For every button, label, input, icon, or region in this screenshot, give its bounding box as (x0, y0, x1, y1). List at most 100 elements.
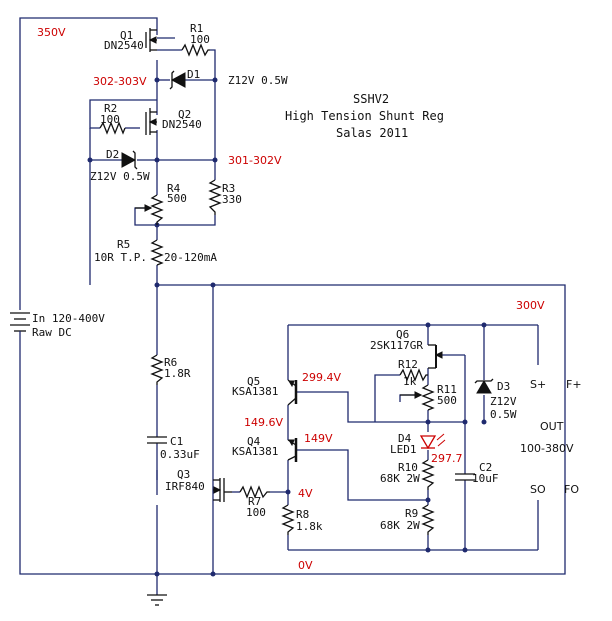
r2-value: 100 (100, 113, 120, 126)
r10-resistor-symbol (421, 459, 435, 490)
r11-potentiometer-symbol (400, 384, 435, 411)
c2-value: 10uF (472, 472, 499, 485)
voltage-annotations: 350V 302-303V 301-302V 300V 299.4V 149.6… (37, 26, 545, 572)
q6-value: 2SK117GR (370, 339, 423, 352)
q3-value: IRF840 (165, 480, 205, 493)
d1-value: Z12V 0.5W (228, 74, 288, 87)
r12-resistor-symbol (399, 368, 428, 382)
q3-mosfet-symbol (213, 478, 232, 502)
q5-transistor-symbol (287, 379, 298, 406)
r11-value: 500 (437, 394, 457, 407)
q1-mosfet-symbol (145, 28, 157, 52)
c2-ref: C2 (479, 461, 492, 474)
r7-value: 100 (246, 506, 266, 519)
r6-value: 1.8R (164, 367, 191, 380)
r10-value: 68K 2W (380, 472, 420, 485)
c1-ref: C1 (170, 435, 183, 448)
d1-zener-symbol (169, 70, 186, 90)
d2-value: Z12V 0.5W (90, 170, 150, 183)
q6-jfet-symbol (428, 344, 443, 369)
q4-value: KSA1381 (232, 445, 278, 458)
c1-capacitor-symbol (147, 436, 167, 444)
d3-ref: D3 (497, 380, 510, 393)
voltage-0v: 0V (298, 559, 313, 572)
r8-resistor-symbol (281, 504, 295, 535)
junction-dots (87, 77, 487, 577)
d4-value: LED1 (390, 443, 417, 456)
d3-value-1: Z12V (490, 395, 517, 408)
r5-current: 20-120mA (164, 251, 217, 264)
r12-value: 1k (403, 375, 417, 388)
r4-potentiometer-symbol (135, 194, 164, 225)
r10-ref: R10 (398, 461, 418, 474)
title-block: SSHV2 High Tension Shunt Reg Salas 2011 (285, 92, 444, 140)
title-line-1: SSHV2 (353, 92, 389, 106)
q5-ref: Q5 (247, 375, 260, 388)
r9-ref: R9 (405, 507, 418, 520)
r1-value: 100 (190, 33, 210, 46)
r9-value: 68K 2W (380, 519, 420, 532)
voltage-149-6v: 149.6V (244, 416, 283, 429)
output-connectors: S+ F+ OUT 100-380V SO FO (520, 378, 582, 496)
q4-transistor-symbol (287, 438, 298, 462)
r6-resistor-symbol (150, 354, 164, 385)
wires (19, 17, 566, 595)
input-label-2: Raw DC (32, 326, 72, 339)
battery-symbol (10, 312, 30, 340)
r5-resistor-symbol (150, 239, 164, 266)
r4-value: 500 (167, 192, 187, 205)
r8-ref: R8 (296, 508, 309, 521)
voltage-297v: 297.7 (431, 452, 463, 465)
d3-zener-symbol (474, 378, 494, 394)
r5-value: 10R T.P. (94, 251, 147, 264)
d2-ref: D2 (106, 148, 119, 161)
c1-value: 0.33uF (160, 448, 200, 461)
title-line-2: High Tension Shunt Reg (285, 109, 444, 123)
r2-ref: R2 (104, 102, 117, 115)
q1-ref: Q1 (120, 29, 133, 42)
connector-f-plus: F+ (566, 378, 582, 391)
r8-value: 1.8k (296, 520, 323, 533)
voltage-4v: 4V (298, 487, 313, 500)
q4-ref: Q4 (247, 435, 261, 448)
q2-ref: Q2 (178, 108, 191, 121)
ground-symbol (147, 594, 167, 606)
title-line-3: Salas 2011 (336, 126, 408, 140)
q2-mosfet-symbol (145, 108, 157, 135)
d4-ref: D4 (398, 432, 412, 445)
voltage-299v: 299.4V (302, 371, 341, 384)
r4-ref: R4 (167, 182, 181, 195)
c2-capacitor-symbol (455, 473, 475, 481)
r5-ref: R5 (117, 238, 130, 251)
r11-ref: R11 (437, 383, 457, 396)
part-labels: Q1 DN2540 R1 100 D1 Z12V 0.5W R2 100 Q2 … (32, 22, 517, 533)
r2-resistor-symbol (99, 121, 126, 135)
q5-value: KSA1381 (232, 385, 278, 398)
voltage-350v: 350V (37, 26, 66, 39)
r12-ref: R12 (398, 358, 418, 371)
r7-ref: R7 (248, 495, 261, 508)
r3-resistor-symbol (208, 179, 222, 215)
r3-ref: R3 (222, 182, 235, 195)
q3-ref: Q3 (177, 468, 190, 481)
q6-ref: Q6 (396, 328, 409, 341)
voltage-300v: 300V (516, 299, 545, 312)
output-label: OUT (540, 420, 564, 433)
output-range: 100-380V (520, 442, 574, 455)
q1-value: DN2540 (104, 39, 144, 52)
q2-value: DN2540 (162, 118, 202, 131)
r6-ref: R6 (164, 356, 177, 369)
d1-ref: D1 (187, 68, 200, 81)
d3-value-2: 0.5W (490, 408, 517, 421)
connector-f-minus: FO (564, 483, 579, 496)
input-label-1: In 120-400V (32, 312, 105, 325)
voltage-149v: 149V (304, 432, 333, 445)
r9-resistor-symbol (421, 504, 435, 535)
connector-s-minus: SO (530, 483, 546, 496)
d2-zener-symbol (121, 150, 138, 170)
r3-value: 330 (222, 193, 242, 206)
connector-s-plus: S+ (530, 378, 546, 391)
voltage-301v: 301-302V (228, 154, 282, 167)
voltage-302v: 302-303V (93, 75, 147, 88)
